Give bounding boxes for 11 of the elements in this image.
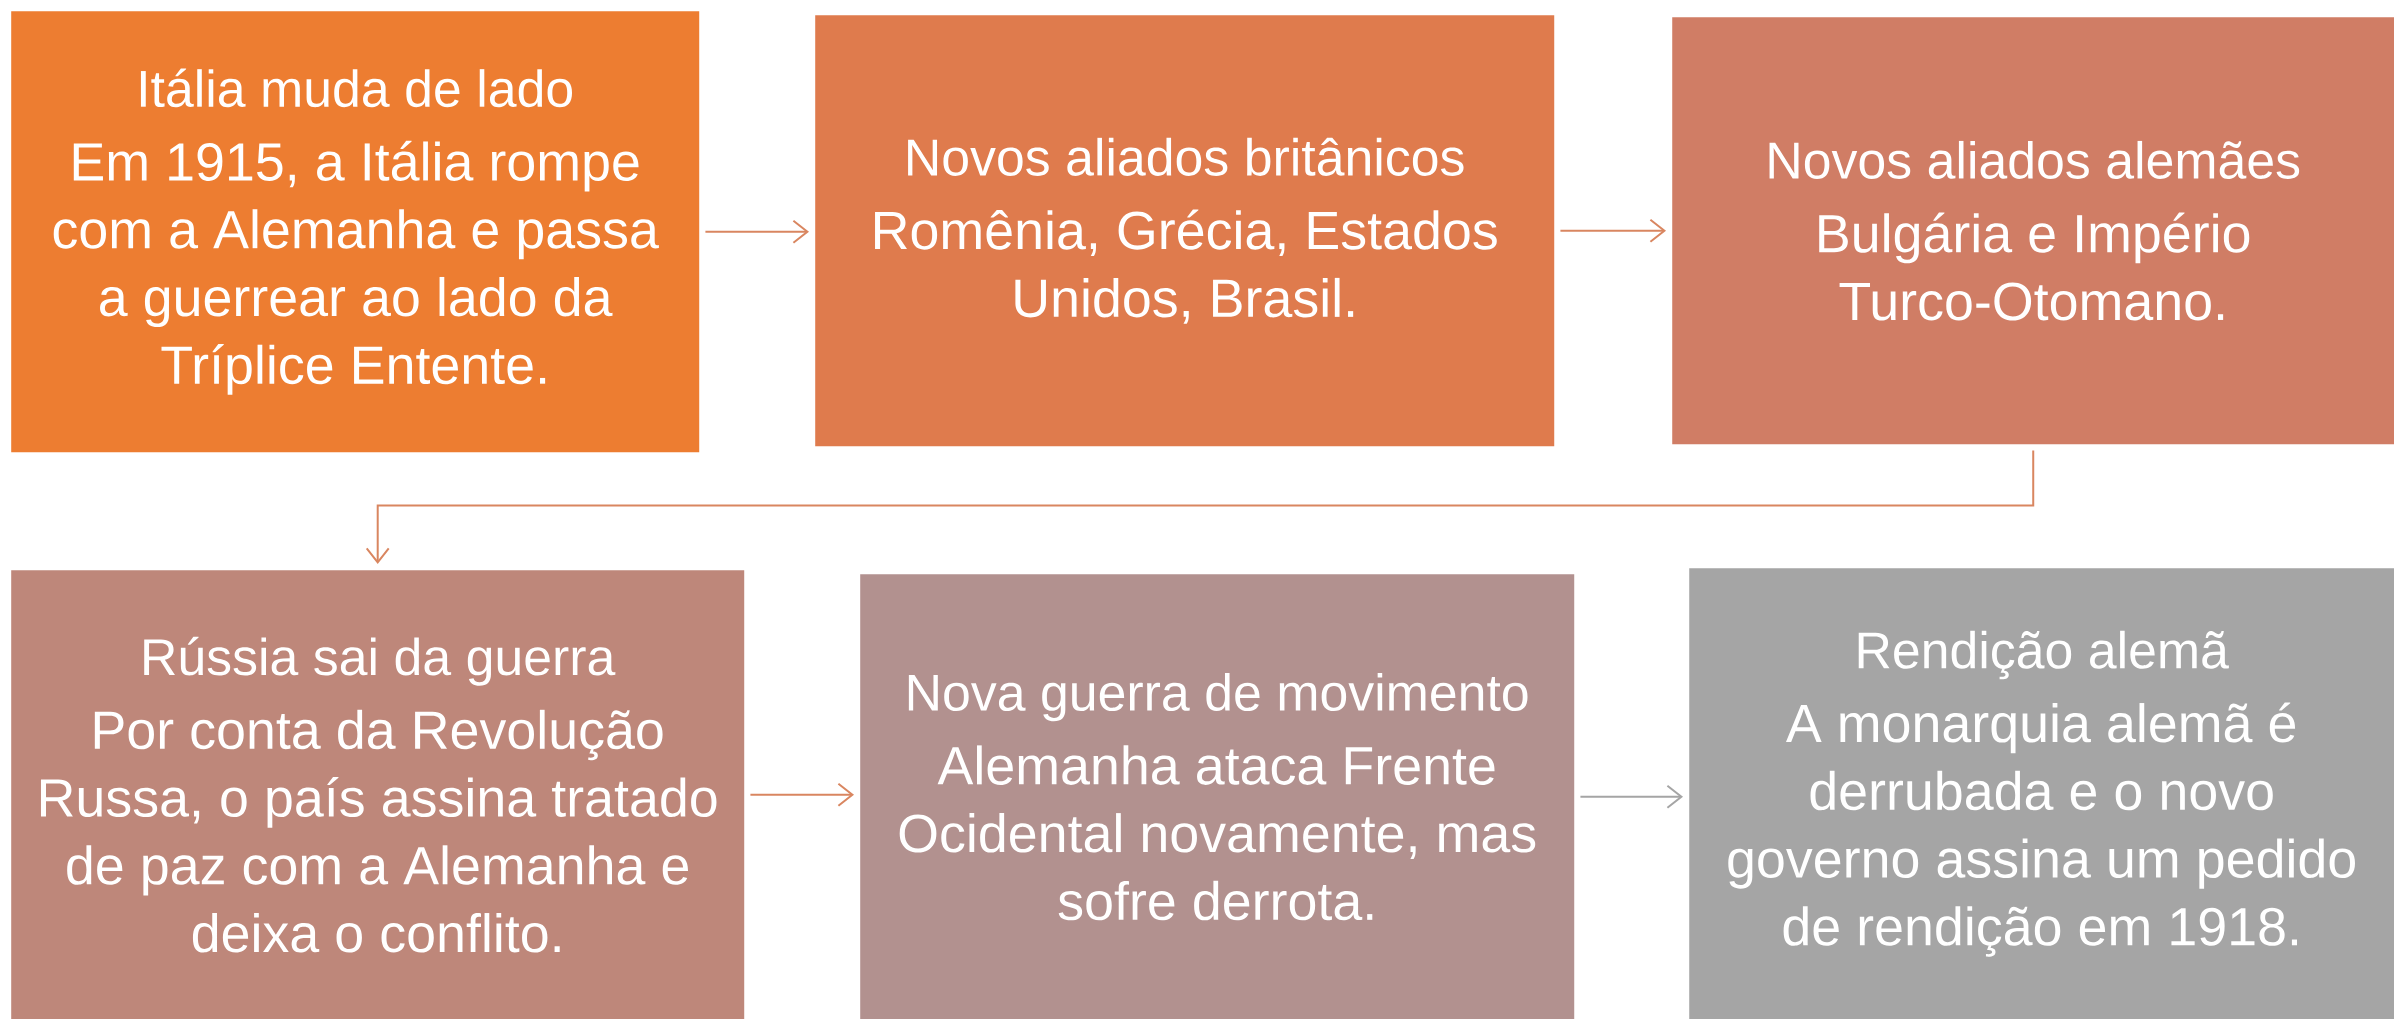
text-box: Novos aliados britânicos Romênia, Grécia, Estados Unidos, Brasil. — [815, 15, 1555, 447]
text-box: Rússia sai da guerra Por conta da Revolução Russa, o país assina tratado de paz com a Alemanha e deixa o conflito. — [11, 570, 745, 1019]
arrow — [749, 782, 854, 807]
text-box: Nova guerra de movimento Alemanha ataca Frente Ocidental novamente, mas sofre derrota. — [860, 574, 1575, 1019]
text-box: Rendição alemã A monarquia alemã é derrubada e o novo governo assina um pedido de rendição em 1918. — [1689, 568, 2394, 1019]
arrow — [1559, 218, 1666, 243]
text-box: Itália muda de lado Em 1915, a Itália rompe com a Alemanha e passa a guerrear ao lado da Tríplice Entente. — [11, 11, 700, 453]
arrow — [1579, 784, 1683, 809]
arrow — [704, 219, 809, 244]
text-box: Novos aliados alemães Bulgária e Império Turco-Otomano. — [1672, 17, 2394, 445]
arrow — [365, 449, 2035, 564]
